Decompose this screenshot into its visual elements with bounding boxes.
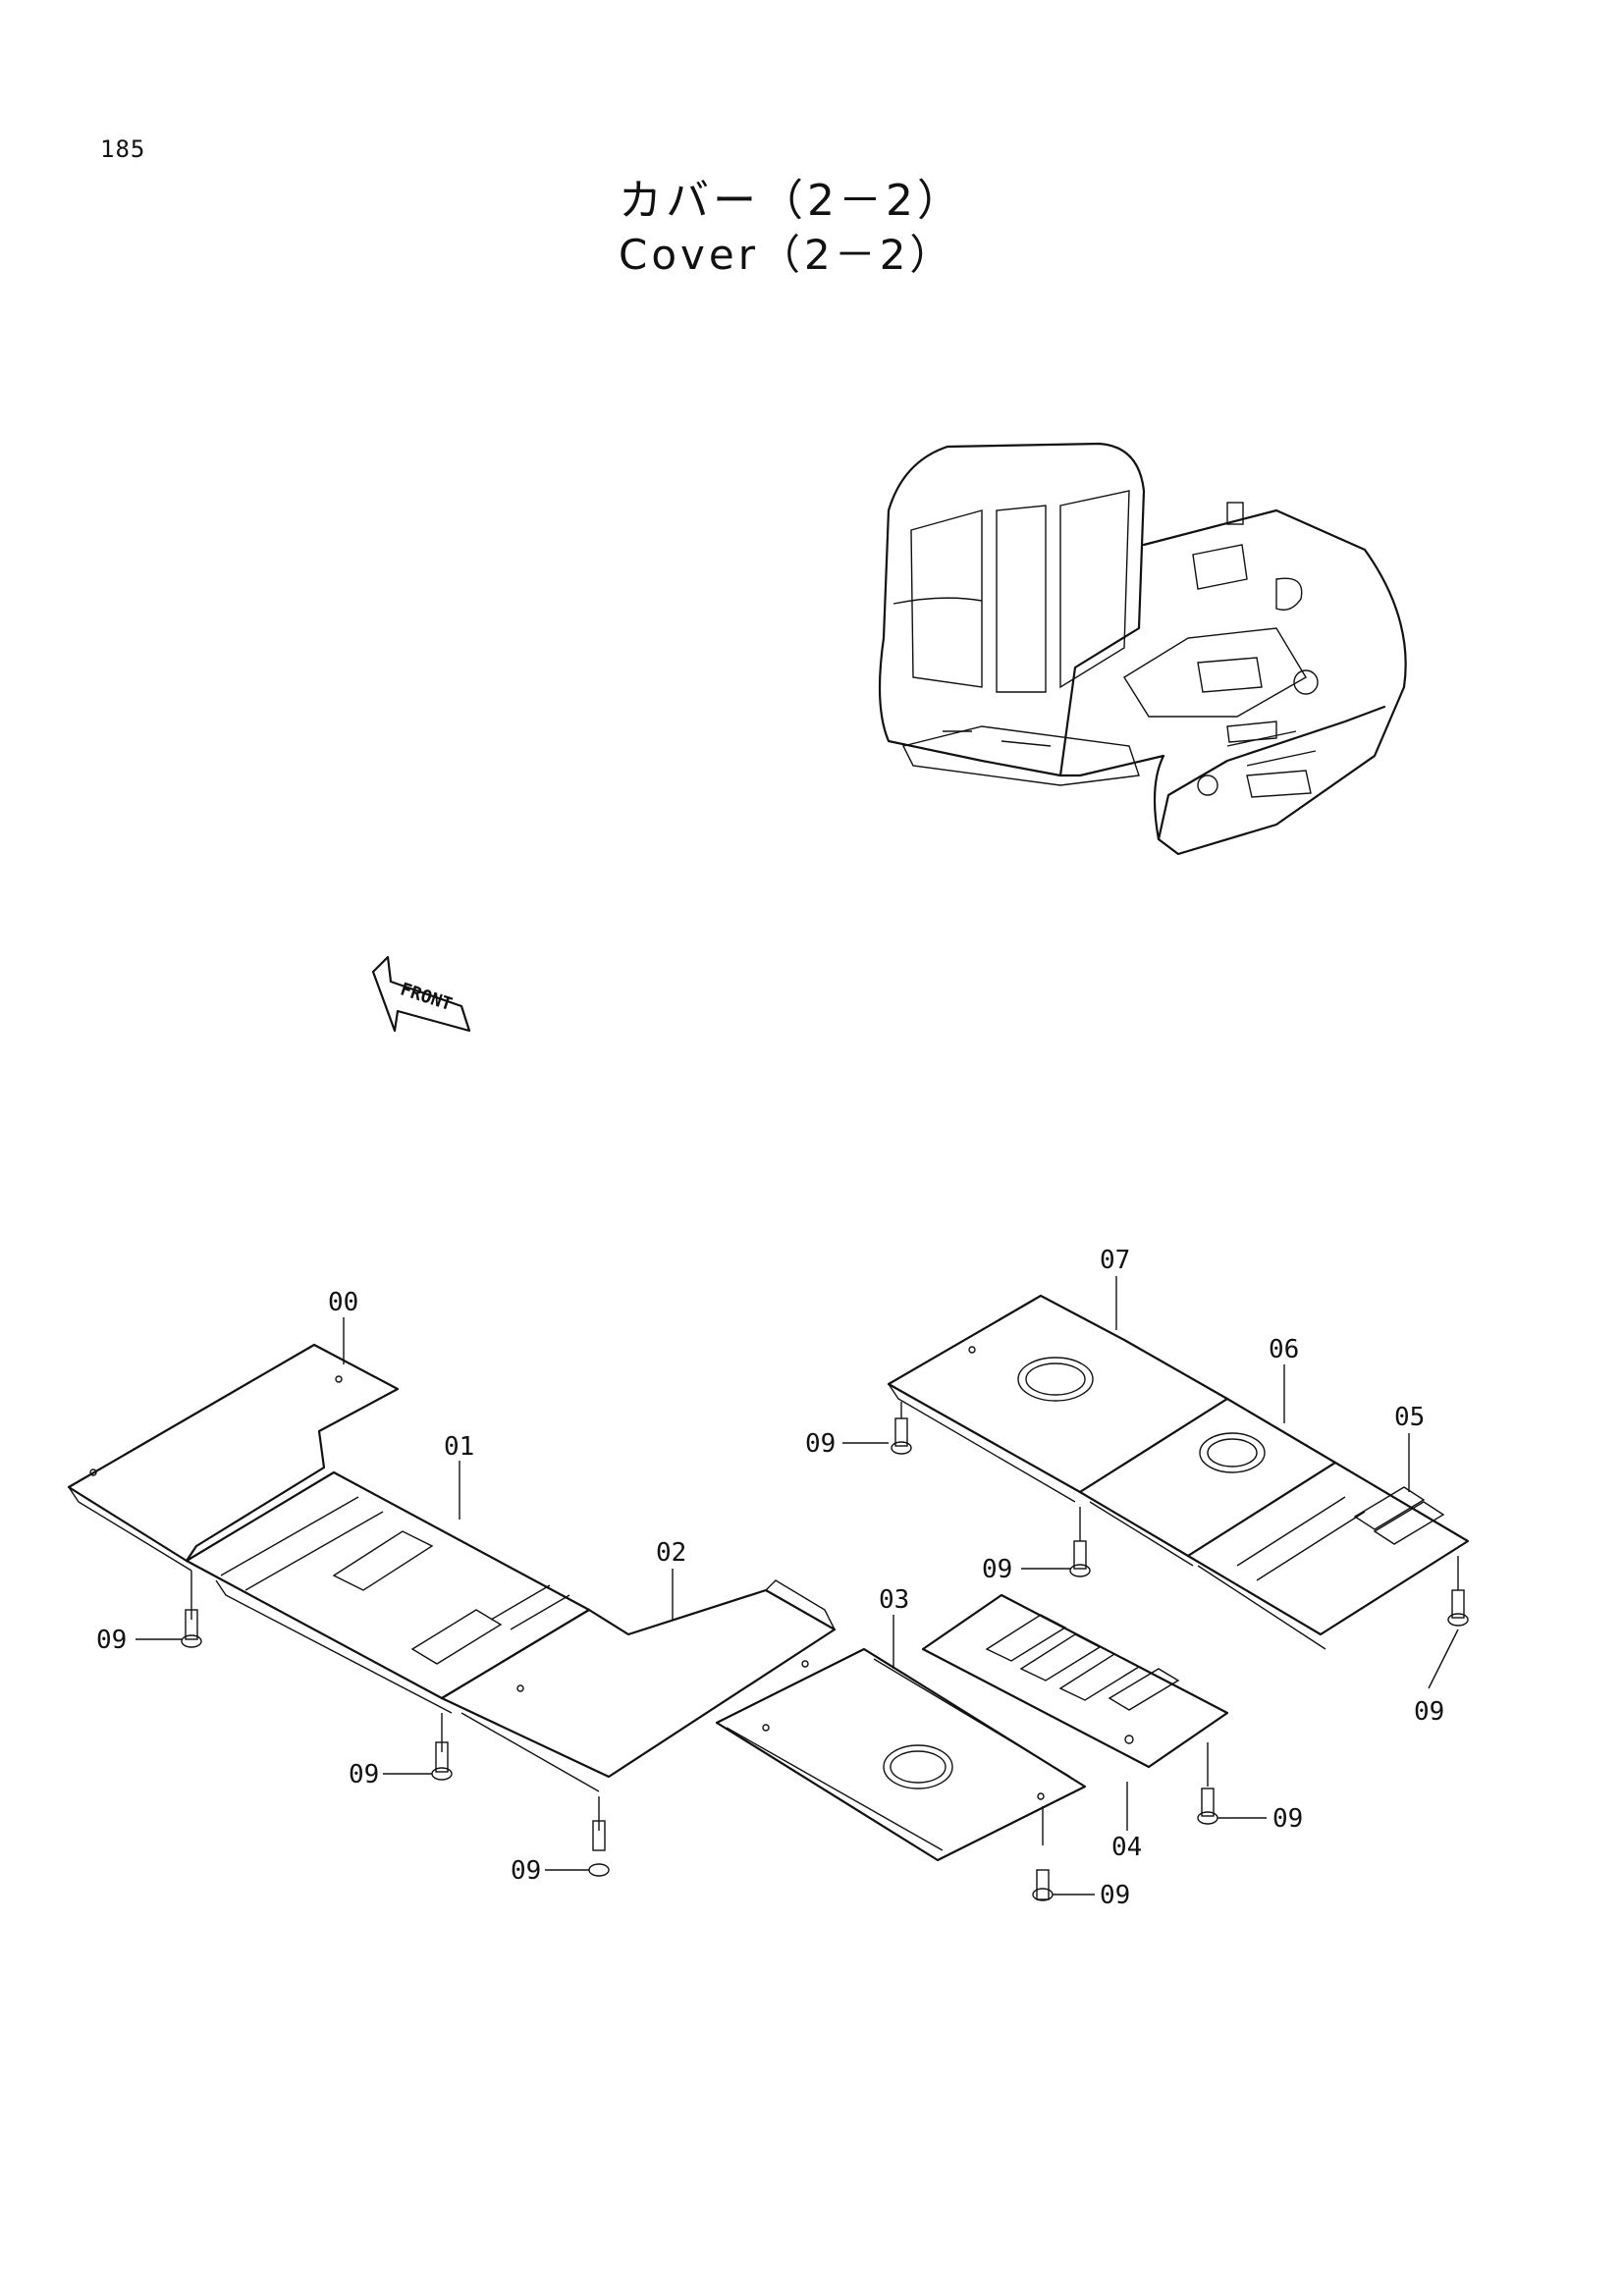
bolt-label-09: 09 [349, 1760, 379, 1789]
excavator-overview-illustration [878, 442, 1407, 856]
floor-plate-00 [67, 1343, 400, 1572]
bolt-label-09: 09 [1414, 1697, 1444, 1727]
leader-lines [135, 1276, 1459, 1896]
bolt-icon [1032, 1806, 1054, 1901]
bolt-label-09: 09 [96, 1626, 127, 1655]
page-number: 185 [100, 135, 146, 163]
floor-plate-05 [1186, 1461, 1470, 1650]
floor-plate-04 [921, 1593, 1229, 1769]
floor-plate-07 [887, 1294, 1229, 1503]
part-label-05: 05 [1394, 1403, 1425, 1432]
front-direction-arrow: FRONT [371, 955, 471, 1033]
part-labels: 00 01 02 03 04 05 06 07 09 09 09 09 09 0… [96, 1246, 1444, 1910]
part-label-00: 00 [328, 1288, 358, 1317]
bolt-label-09: 09 [1272, 1804, 1303, 1834]
bolt-icon [1197, 1742, 1218, 1825]
bolt-icon [891, 1402, 912, 1455]
bolts [181, 1402, 1469, 1901]
bolt-icon [1069, 1507, 1091, 1577]
part-label-01: 01 [444, 1432, 474, 1462]
bolt-icon [588, 1796, 610, 1877]
floor-plate-02 [440, 1579, 837, 1792]
part-label-03: 03 [879, 1585, 909, 1615]
bolt-label-09: 09 [1100, 1881, 1130, 1910]
bolt-label-09: 09 [982, 1555, 1012, 1584]
title-english: Cover（2－2） [619, 231, 955, 279]
bolt-label-09: 09 [805, 1429, 836, 1459]
front-label: FRONT [398, 979, 455, 1015]
part-label-04: 04 [1111, 1833, 1142, 1862]
part-label-02: 02 [656, 1538, 686, 1568]
title-japanese: カバー（2－2） [619, 176, 964, 226]
part-label-06: 06 [1269, 1335, 1299, 1364]
floor-plate-03 [715, 1647, 1087, 1862]
part-label-07: 07 [1100, 1246, 1130, 1275]
bolt-icon [1447, 1556, 1469, 1627]
bolt-icon [431, 1713, 453, 1781]
bolt-label-09: 09 [511, 1856, 541, 1886]
bolt-icon [181, 1571, 202, 1648]
